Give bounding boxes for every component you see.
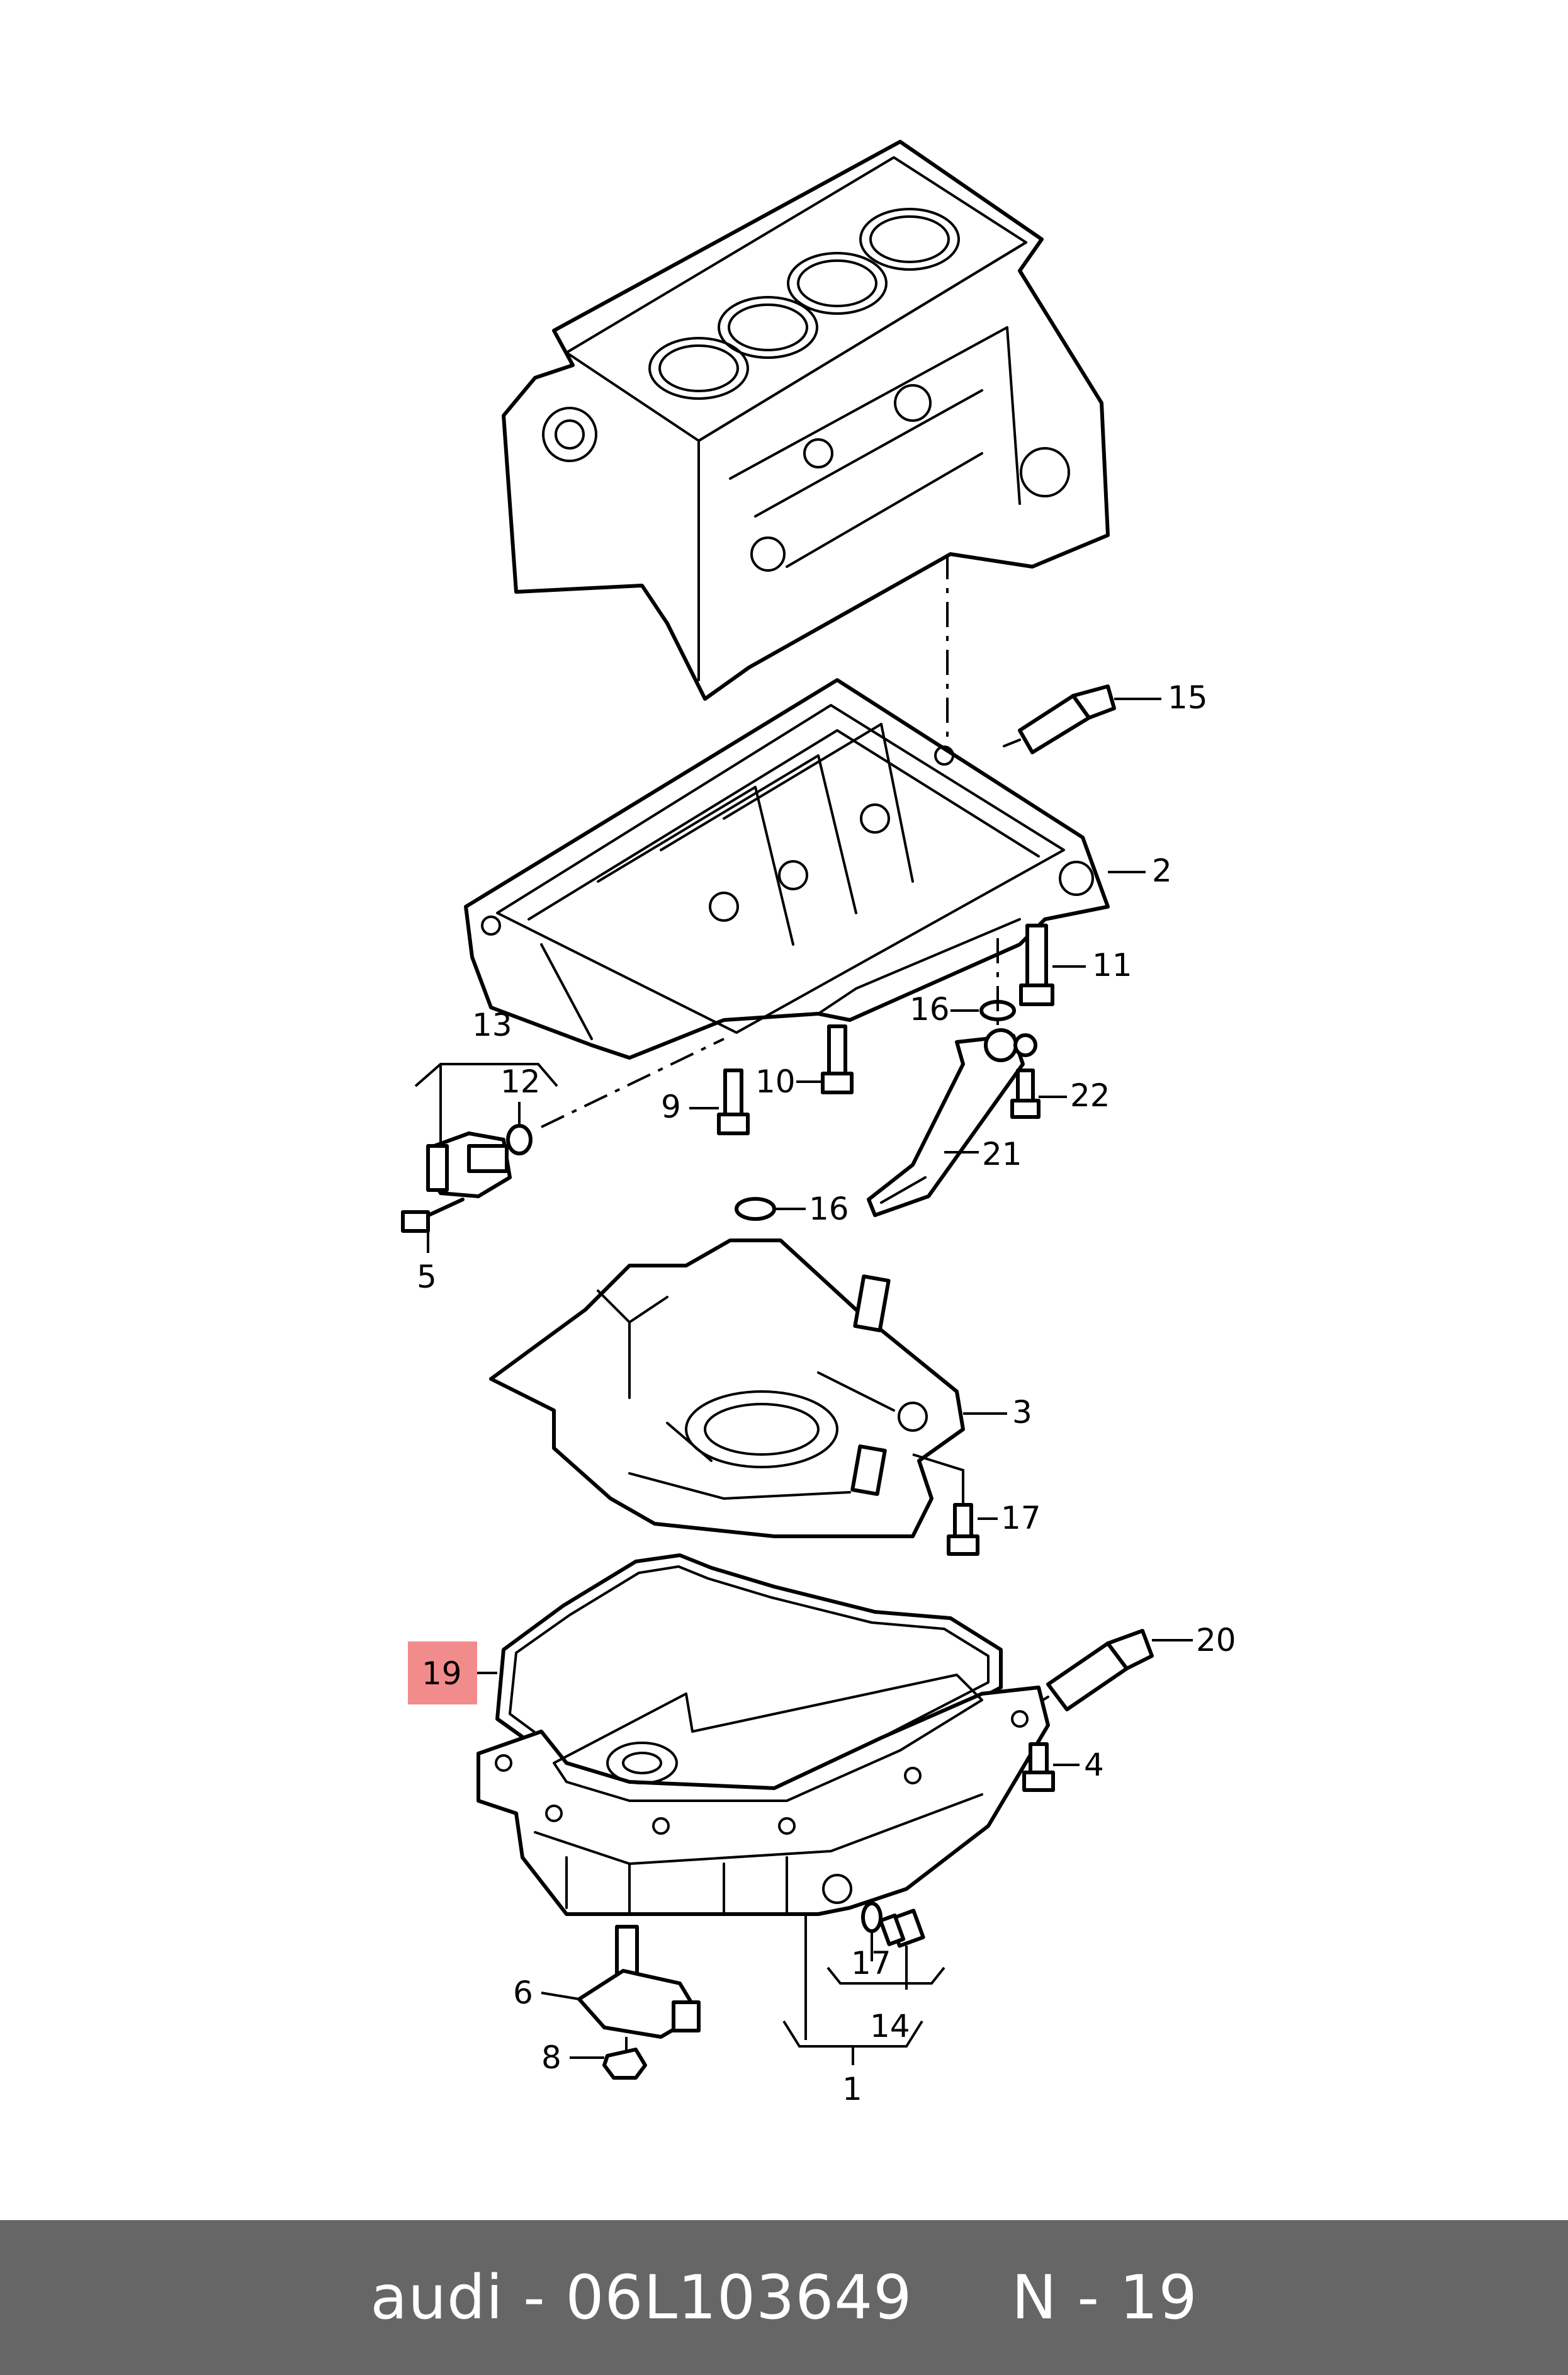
ref-label: N	[1012, 2262, 1058, 2333]
baffle-plate-3	[489, 1239, 965, 1538]
callout-10: 10	[755, 1063, 796, 1100]
footer-bar: audi - 06L103649 N - 19	[0, 2220, 1568, 2375]
callout-19: 19	[422, 1655, 462, 1692]
callout-6: 6	[513, 1975, 533, 2011]
diagram-canvas: 2 15 11 16 21 22 10 9	[401, 140, 1236, 2107]
callout-16b: 16	[809, 1191, 849, 1227]
exploded-parts-diagram: 2 15 11 16 21 22 10 9	[401, 140, 1236, 2107]
callout-19-highlight	[408, 1641, 477, 1704]
callout-3: 3	[1012, 1394, 1032, 1431]
callout-1: 1	[842, 2071, 862, 2107]
callout-17: 17	[851, 1945, 891, 1981]
lower-oil-pan-1	[477, 1674, 1050, 1916]
o-ring-12	[506, 1124, 533, 1155]
separator: -	[503, 2262, 566, 2333]
callout-22: 22	[1070, 1077, 1110, 1114]
nut-8	[602, 2048, 647, 2080]
footer-caption: audi - 06L103649 N - 19	[370, 2262, 1197, 2333]
o-ring-16b	[735, 1197, 776, 1221]
bolt-5	[401, 1198, 465, 1233]
valve-13	[426, 1131, 512, 1198]
callout-18: 17	[1001, 1500, 1041, 1536]
seal-ring-17	[861, 1902, 883, 1933]
engine-block	[502, 140, 1110, 701]
callout-16a: 16	[910, 991, 950, 1028]
ref-separator: -	[1057, 2262, 1120, 2333]
callout-15: 15	[1168, 679, 1208, 716]
callout-12: 12	[500, 1063, 541, 1100]
brand-name: audi	[370, 2262, 504, 2333]
bolt-22	[1010, 1033, 1041, 1119]
callout-4: 4	[1084, 1747, 1104, 1783]
callout-5: 5	[417, 1259, 437, 1295]
callout-21: 21	[982, 1136, 1022, 1172]
upper-oil-pan	[464, 678, 1110, 1060]
callout-11: 11	[1092, 947, 1132, 983]
sealant-tube-20	[1031, 1629, 1154, 1711]
callout-13: 13	[472, 1007, 512, 1043]
part-number: 06L103649	[565, 2262, 913, 2333]
drain-plug-14	[878, 1908, 925, 1948]
bolt-11	[1019, 924, 1054, 1006]
bolt-18	[947, 1503, 979, 1556]
callout-8: 8	[541, 2039, 561, 2076]
callout-20: 20	[1196, 1622, 1236, 1658]
callout-2: 2	[1152, 853, 1172, 889]
bolt-4	[1022, 1742, 1055, 1792]
callout-9: 9	[661, 1089, 681, 1125]
sealant-tube-15	[1003, 684, 1116, 754]
bolt-9	[717, 1068, 750, 1135]
oil-pickup-21	[867, 1028, 1025, 1217]
gap	[912, 2262, 1012, 2333]
oil-level-sensor-6	[577, 1925, 701, 2039]
ref-number: 19	[1119, 2262, 1198, 2333]
callout-14: 14	[870, 2008, 910, 2044]
bolt-10	[821, 1024, 854, 1094]
